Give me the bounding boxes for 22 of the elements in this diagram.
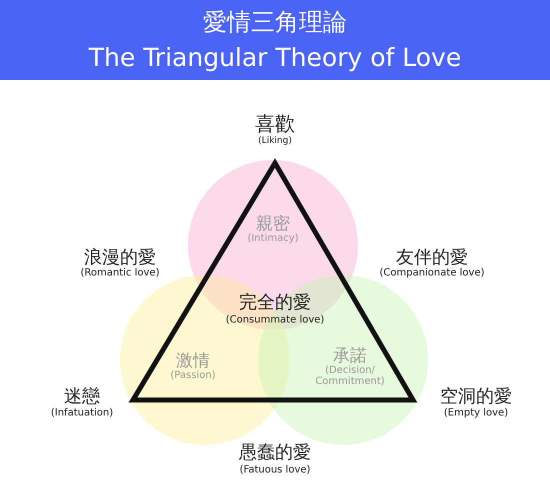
love-type-english: (Companionate love)	[379, 268, 485, 278]
love-type-english: (Empty love)	[444, 408, 508, 418]
love-type: 浪漫的愛	[84, 246, 156, 268]
component-subtitle: (Intimacy)	[246, 233, 300, 244]
love-type: 空洞的愛	[440, 385, 512, 408]
love-type-english: (Consummate love)	[226, 314, 324, 326]
component-name: 親密	[256, 213, 290, 234]
subtitle: The Triangular Theory of Love	[88, 43, 462, 72]
component-name: 激情	[176, 350, 210, 371]
love-type: 喜歡	[255, 110, 295, 136]
love-type-english: (Romantic love)	[80, 268, 160, 278]
love-type-english: (Fatuous love)	[240, 464, 310, 476]
love-type-english: (Infatuation)	[50, 408, 114, 418]
love-type: 友伴的愛	[396, 246, 468, 268]
love-type: 完全的愛	[239, 291, 311, 314]
title: 愛情三角理論	[202, 7, 348, 38]
component-name: 承諾	[333, 345, 367, 366]
love-type: 迷戀	[64, 385, 100, 408]
component-subtitle: (Decision/ Commitment)	[314, 365, 386, 387]
love-type: 愚蠢的愛	[239, 441, 311, 464]
love-type-english: (Liking)	[258, 136, 292, 146]
component-subtitle: (Passion)	[169, 370, 217, 381]
